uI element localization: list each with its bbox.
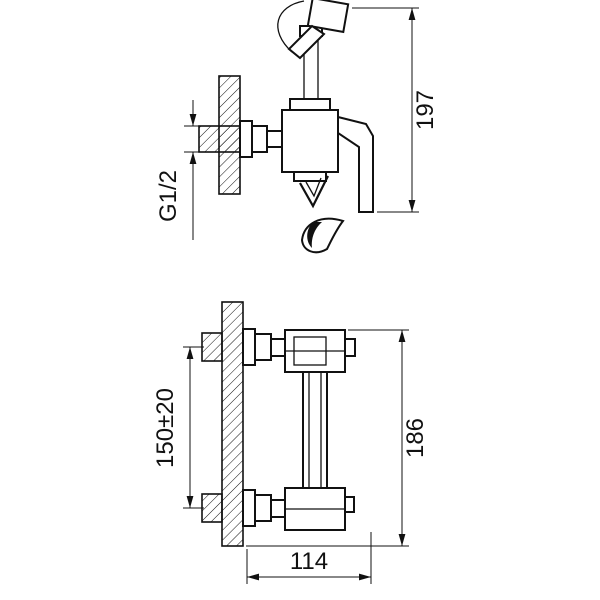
dim-label-front-height: 186 xyxy=(402,418,429,458)
lever-handle-side xyxy=(337,115,374,213)
inlet-pipe-side xyxy=(198,125,241,153)
valve-head-front xyxy=(284,329,356,373)
sprayer-head xyxy=(277,0,350,60)
spout xyxy=(293,171,329,209)
dim-label-spacing: 150±20 xyxy=(152,388,179,468)
hose-flange xyxy=(289,98,331,111)
front-view: 150±20 186 114 xyxy=(152,301,429,584)
dim-label-side-height: 197 xyxy=(412,90,439,130)
water-drop-icon xyxy=(300,217,345,254)
connector-nuts-side xyxy=(239,120,283,158)
outlet-front xyxy=(284,487,355,531)
dimension-thread: G1/2 xyxy=(155,100,202,240)
inlet-block-bottom xyxy=(201,493,223,523)
connector-nuts-top xyxy=(242,328,286,366)
handle-stub-front xyxy=(344,338,356,357)
dim-label-width: 114 xyxy=(290,548,328,575)
sprayer-nozzle xyxy=(287,24,326,60)
sprayer-trigger xyxy=(277,0,305,53)
side-view: 197 G1/2 xyxy=(155,0,439,254)
mixer-body-side xyxy=(281,109,339,173)
dimension-width: 114 xyxy=(246,532,372,584)
dimension-side-height: 197 xyxy=(352,7,439,213)
wall-plate-front xyxy=(221,301,244,547)
connector-nuts-bottom xyxy=(242,489,286,527)
body-column-front xyxy=(302,371,328,489)
dimension-spacing: 150±20 xyxy=(152,346,204,509)
dimension-front-height: 186 xyxy=(246,329,429,547)
inlet-block-top xyxy=(201,332,223,362)
dim-label-thread: G1/2 xyxy=(155,170,182,222)
